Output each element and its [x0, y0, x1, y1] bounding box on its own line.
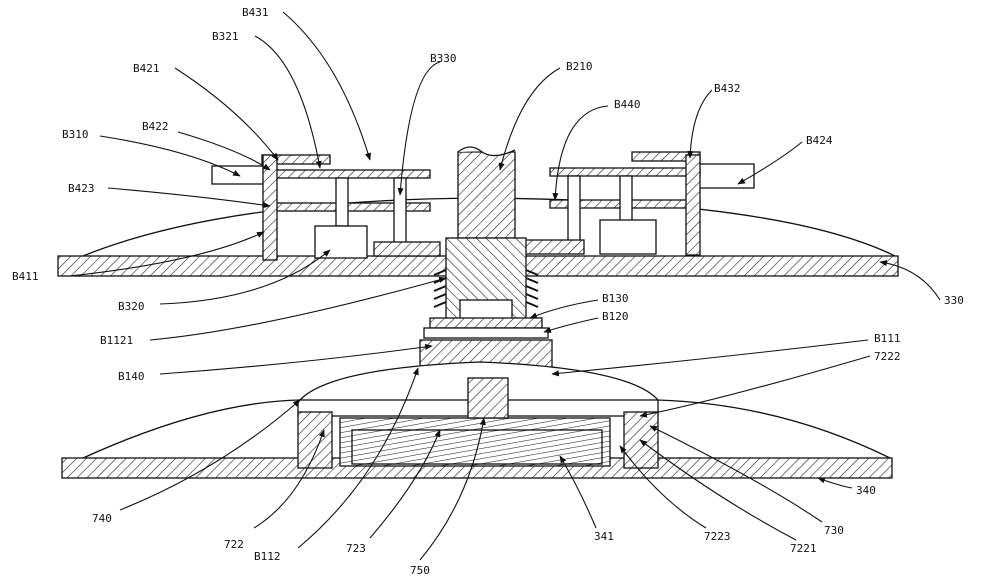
- label-340: 340: [856, 484, 876, 497]
- label-7222: 7222: [874, 350, 901, 363]
- label-740: 740: [92, 512, 112, 525]
- label-b432: B432: [714, 82, 741, 95]
- housing-left-wall: [297, 411, 333, 469]
- left-base-b330: [373, 241, 441, 257]
- label-7221: 7221: [790, 542, 817, 555]
- right-flat-432: [549, 167, 701, 177]
- drawing-body: [57, 146, 899, 479]
- collar-130: [429, 317, 543, 329]
- leader-lines: [69, 11, 941, 561]
- label-b422: B422: [142, 120, 169, 133]
- left-top-bar: [261, 154, 331, 165]
- label-b130: B130: [602, 292, 629, 305]
- right-block: [599, 219, 657, 255]
- label-b1121: B1121: [100, 334, 133, 347]
- label-b423: B423: [68, 182, 95, 195]
- label-b320: B320: [118, 300, 145, 313]
- housing-right-wall: [623, 411, 659, 469]
- right-base-440: [519, 239, 585, 255]
- right-post-a: [567, 175, 581, 243]
- left-post-321: [335, 177, 349, 227]
- label-b424: B424: [806, 134, 833, 147]
- label-730: 730: [824, 524, 844, 537]
- shaft-top-break: [457, 146, 516, 157]
- right-wall: [685, 154, 701, 256]
- right-post-b: [619, 175, 633, 225]
- label-b140: B140: [118, 370, 145, 383]
- label-723: 723: [346, 542, 366, 555]
- label-b310: B310: [62, 128, 89, 141]
- label-b411: B411: [12, 270, 39, 283]
- left-post-330: [393, 177, 407, 245]
- label-750: 750: [410, 564, 430, 577]
- left-flat-431: [269, 169, 431, 179]
- drive-750: [467, 377, 509, 419]
- label-b120: B120: [602, 310, 629, 323]
- label-b112: B112: [254, 550, 281, 563]
- label-b431: B431: [242, 6, 269, 19]
- label-b321: B321: [212, 30, 239, 43]
- left-wall-411: [262, 154, 278, 261]
- reference-labels: B431 B321 B421 B330 B210 B440 B432 B310 …: [12, 6, 964, 577]
- label-b421: B421: [133, 62, 160, 75]
- label-b210: B210: [566, 60, 593, 73]
- collar-120: [423, 327, 549, 339]
- label-b111: B111: [874, 332, 901, 345]
- label-7223: 7223: [704, 530, 731, 543]
- label-b440: B440: [614, 98, 641, 111]
- central-shaft: [457, 151, 516, 239]
- label-330: 330: [944, 294, 964, 307]
- left-block-320: [314, 225, 368, 259]
- label-b330: B330: [430, 52, 457, 65]
- label-722: 722: [224, 538, 244, 551]
- label-341: 341: [594, 530, 614, 543]
